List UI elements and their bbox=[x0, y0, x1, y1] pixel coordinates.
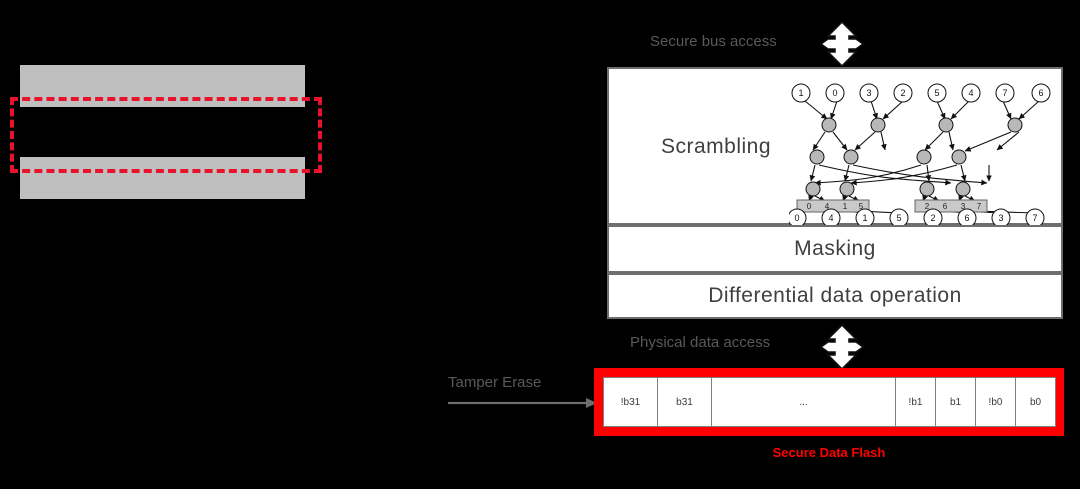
svg-text:3: 3 bbox=[961, 202, 966, 211]
tamper-erase-label: Tamper Erase bbox=[448, 374, 542, 391]
tamper-erase-arrow-icon bbox=[448, 396, 598, 414]
masking-label: Masking bbox=[794, 237, 876, 260]
svg-text:0: 0 bbox=[832, 88, 837, 98]
svg-text:6: 6 bbox=[1038, 88, 1043, 98]
tamper-erase-group: Tamper Erase bbox=[448, 374, 598, 408]
svg-text:3: 3 bbox=[866, 88, 871, 98]
secure-bus-updown-arrow-icon bbox=[819, 20, 865, 72]
svg-text:2: 2 bbox=[930, 213, 935, 223]
flash-cell: !b31 bbox=[603, 377, 658, 427]
secure-bus-access-label: Secure bus access bbox=[650, 33, 777, 50]
stack-section-differential: Differential data operation bbox=[607, 273, 1063, 319]
flash-cell: !b0 bbox=[975, 377, 1016, 427]
svg-text:7: 7 bbox=[1032, 213, 1037, 223]
svg-text:1: 1 bbox=[798, 88, 803, 98]
scrambling-label: Scrambling bbox=[661, 135, 772, 158]
svg-text:4: 4 bbox=[825, 202, 830, 211]
gray-bar-bottom bbox=[20, 157, 305, 199]
physical-data-access-label: Physical data access bbox=[630, 334, 771, 351]
svg-text:4: 4 bbox=[968, 88, 973, 98]
svg-text:2: 2 bbox=[900, 88, 905, 98]
svg-text:2: 2 bbox=[925, 202, 930, 211]
svg-text:3: 3 bbox=[998, 213, 1003, 223]
flash-cell-ellipsis: ... bbox=[711, 377, 896, 427]
svg-text:6: 6 bbox=[964, 213, 969, 223]
red-dashed-selection-box[interactable] bbox=[10, 97, 322, 173]
flash-cell: b1 bbox=[935, 377, 976, 427]
svg-text:5: 5 bbox=[934, 88, 939, 98]
code-region-group bbox=[0, 0, 360, 240]
svg-text:7: 7 bbox=[1002, 88, 1007, 98]
svg-text:1: 1 bbox=[843, 202, 848, 211]
svg-text:4: 4 bbox=[828, 213, 833, 223]
svg-text:0: 0 bbox=[794, 213, 799, 223]
svg-text:0: 0 bbox=[807, 202, 812, 211]
flash-cell: b0 bbox=[1015, 377, 1056, 427]
svg-text:5: 5 bbox=[859, 202, 864, 211]
svg-text:7: 7 bbox=[977, 202, 982, 211]
svg-text:1: 1 bbox=[862, 213, 867, 223]
secure-memory-stack: Scrambling bbox=[607, 67, 1063, 319]
stack-section-masking: Masking bbox=[607, 225, 1063, 273]
svg-text:5: 5 bbox=[896, 213, 901, 223]
flash-cell-row: !b31 b31 ... !b1 b1 !b0 b0 bbox=[603, 377, 1056, 427]
svg-text:6: 6 bbox=[943, 202, 948, 211]
stack-section-scrambling: Scrambling bbox=[607, 67, 1063, 228]
differential-data-operation-label: Differential data operation bbox=[708, 284, 962, 307]
secure-data-flash-block: !b31 b31 ... !b1 b1 !b0 b0 bbox=[594, 368, 1064, 436]
flash-cell: b31 bbox=[657, 377, 712, 427]
secure-data-flash-label: Secure Data Flash bbox=[772, 445, 886, 460]
flash-cell: !b1 bbox=[895, 377, 936, 427]
